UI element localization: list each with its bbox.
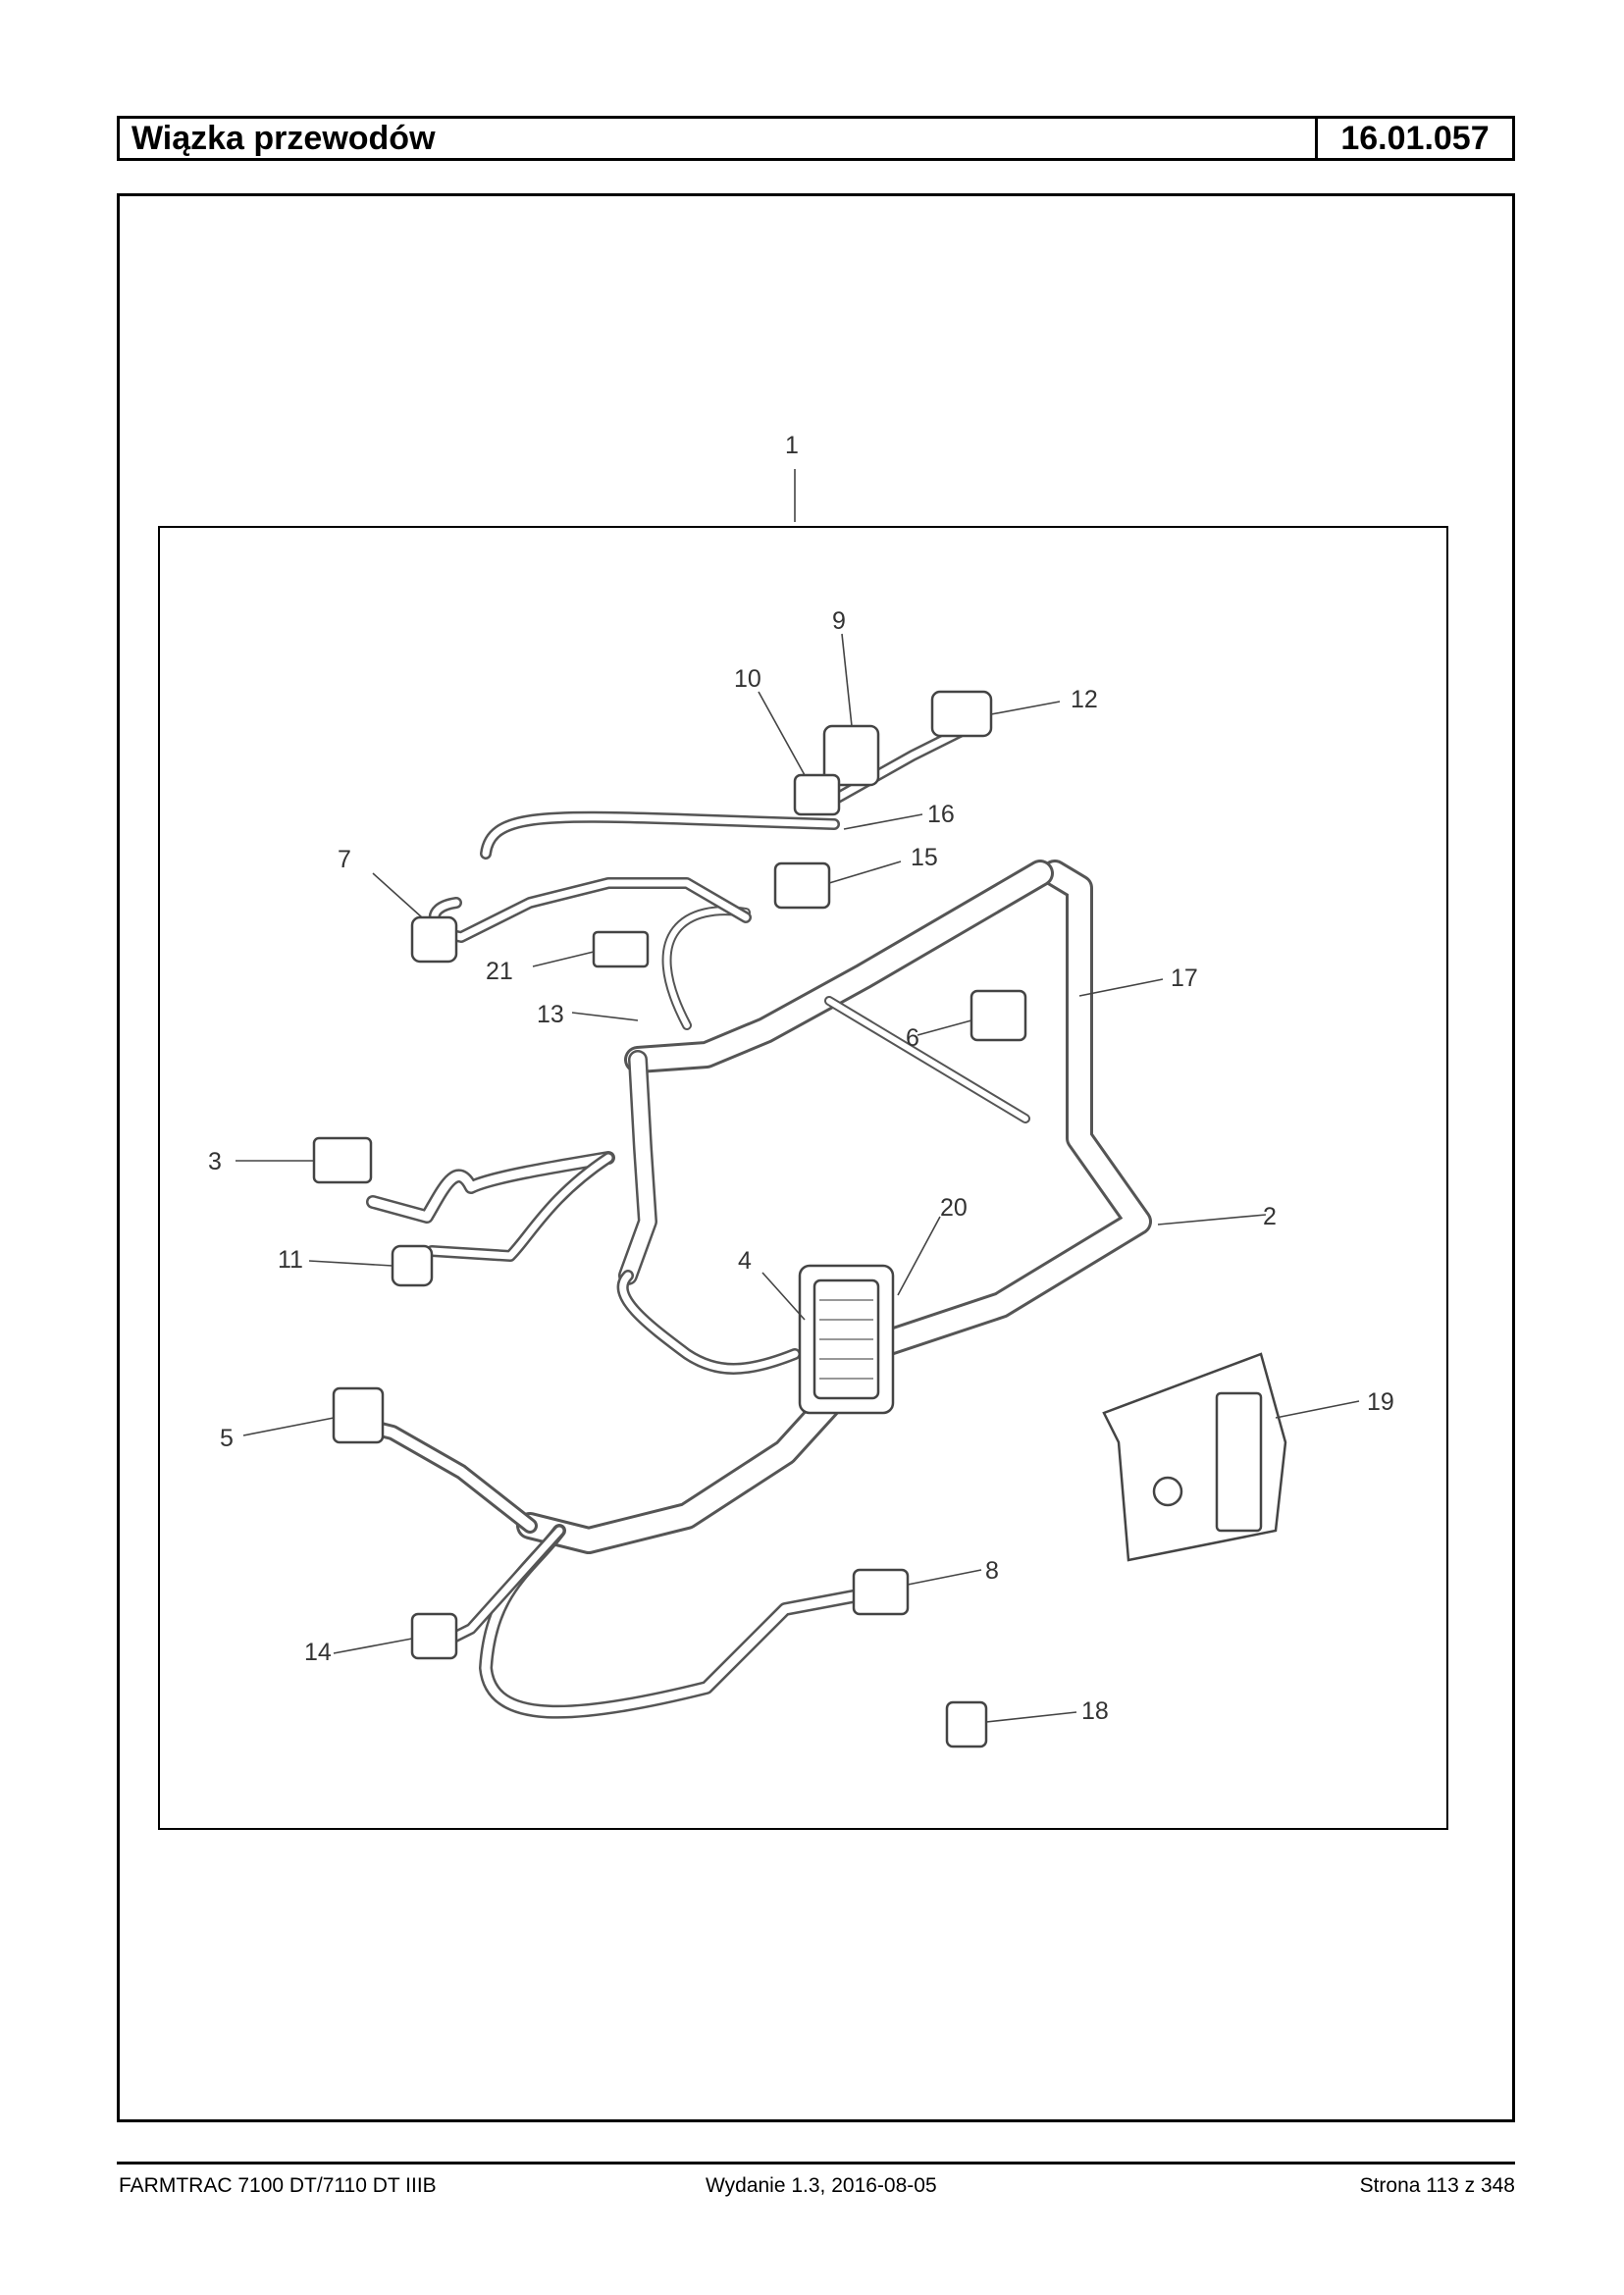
callout-11: 11 [278, 1246, 303, 1274]
callout-1: 1 [785, 432, 799, 459]
callout-5: 5 [220, 1425, 234, 1452]
callout-14: 14 [304, 1639, 332, 1666]
callout-16: 16 [927, 801, 955, 828]
callout-21: 21 [486, 958, 513, 985]
callout-20: 20 [940, 1194, 968, 1222]
callout-9: 9 [832, 607, 846, 635]
connector-7 [410, 915, 458, 964]
callout-15: 15 [911, 844, 938, 871]
harness-drawing [345, 720, 1152, 1719]
callout-8: 8 [985, 1557, 999, 1585]
footer-page-number: Strona 113 z 348 [1359, 2174, 1515, 2197]
connector-14 [410, 1612, 458, 1660]
connector-6 [969, 989, 1027, 1042]
callout-10: 10 [734, 665, 761, 693]
callout-17: 17 [1171, 965, 1198, 992]
connector-11 [391, 1244, 434, 1287]
plug-18 [945, 1700, 988, 1748]
footer-divider [117, 2162, 1515, 2165]
callout-18: 18 [1081, 1697, 1109, 1725]
callout-7: 7 [338, 846, 351, 873]
footer-model: FARMTRAC 7100 DT/7110 DT IIIB [119, 2174, 437, 2197]
callout-2: 2 [1263, 1203, 1277, 1230]
callout-19: 19 [1367, 1388, 1394, 1416]
callout-4: 4 [738, 1247, 752, 1275]
connector-5 [332, 1386, 385, 1444]
section-code: 16.01.057 [1315, 119, 1512, 158]
callout-3: 3 [208, 1148, 222, 1175]
connector-8 [852, 1568, 910, 1616]
footer-edition: Wydanie 1.3, 2016-08-05 [706, 2174, 937, 2197]
callout-6: 6 [906, 1024, 919, 1052]
harness-components [312, 690, 1287, 1748]
page-title: Wiązka przewodów [131, 120, 436, 157]
leader-lines [236, 469, 1360, 1723]
diagram-frame [117, 193, 1515, 2122]
connector-15 [773, 861, 831, 910]
callout-labels: 1 2 3 4 5 6 7 8 9 10 11 12 13 14 15 16 1… [208, 432, 1394, 1725]
clip-21 [592, 930, 650, 968]
illustration-box [158, 526, 1448, 1830]
connector-10 [793, 773, 841, 816]
callout-13: 13 [537, 1001, 564, 1028]
callout-12: 12 [1071, 686, 1098, 713]
page-header: Wiązka przewodów 16.01.057 [117, 116, 1515, 161]
connector-3 [312, 1136, 373, 1184]
connector-12 [930, 690, 993, 738]
